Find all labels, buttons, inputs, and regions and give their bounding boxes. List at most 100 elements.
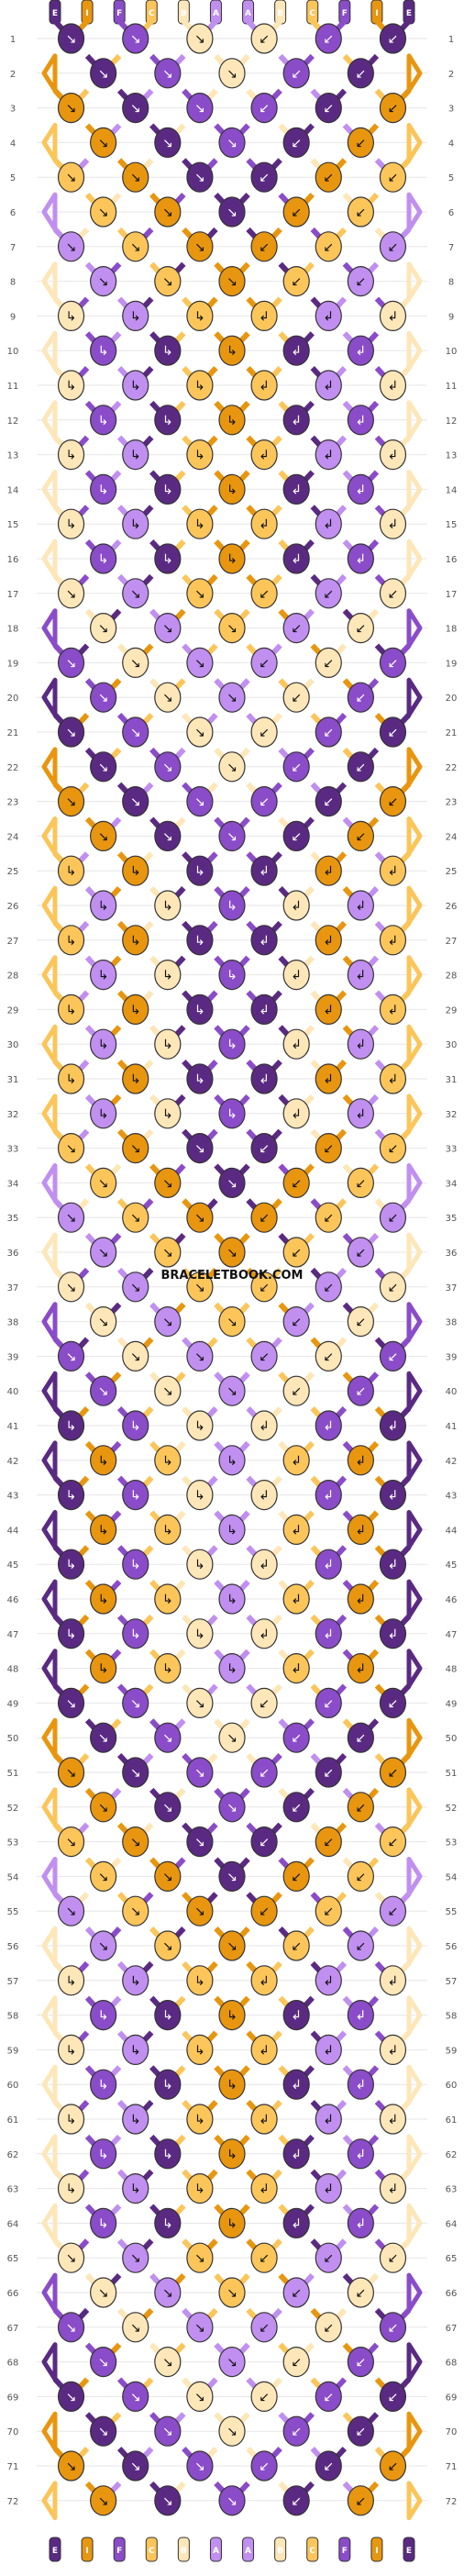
knot-circle (347, 1860, 374, 1893)
knot-circle (347, 2415, 374, 2447)
knot-circle (250, 1757, 278, 1788)
row-number-left: 58 (7, 2012, 19, 2022)
knot-circle (282, 1445, 310, 1476)
knot-circle (57, 23, 85, 54)
knot: ↳ (116, 1475, 154, 1511)
knot-arrow-icon: ↲ (323, 517, 334, 532)
string-label: A (213, 2547, 219, 2556)
row-number-left: 62 (7, 2150, 19, 2160)
row-number-left: 30 (7, 1040, 19, 1050)
knot-circle (90, 1722, 117, 1753)
knot-arrow-icon: ↘ (98, 2494, 109, 2509)
knot-arrow-icon: ↘ (98, 205, 109, 220)
edge-string (41, 53, 58, 94)
knot-circle (347, 543, 374, 574)
knot-arrow-icon: ↘ (162, 691, 173, 705)
knot: ↙ (310, 1822, 348, 1858)
knot-circle (90, 266, 117, 297)
row-number-right: 1 (448, 35, 454, 45)
knot-circle (186, 578, 214, 609)
row-number-right: 20 (446, 694, 458, 704)
row-number-left: 5 (10, 173, 16, 183)
knot-circle (250, 1687, 278, 1719)
string-tab-bottom-a: A (242, 2537, 255, 2562)
knot-circle (379, 2104, 407, 2135)
row-number-left: 31 (7, 1075, 19, 1085)
knot: ↳ (52, 296, 90, 331)
row-number-right: 7 (448, 243, 454, 253)
knot-arrow-icon: ↙ (388, 795, 399, 810)
knot-arrow-icon: ↘ (98, 1801, 109, 1815)
knot-circle (379, 647, 407, 679)
knot: ↲ (342, 1025, 380, 1060)
row-number-right: 31 (446, 1075, 458, 1085)
knot-arrow-icon: ↲ (323, 1419, 334, 1434)
knot-circle (250, 1202, 278, 1233)
row-number-left: 55 (7, 1907, 19, 1917)
row-number-right: 5 (448, 173, 454, 183)
knot-arrow-icon: ↙ (323, 2251, 334, 2266)
knot-arrow-icon: ↲ (323, 1489, 334, 1504)
knot-circle (90, 1375, 117, 1406)
row-number-left: 8 (10, 278, 16, 288)
knot-arrow-icon: ↙ (355, 1316, 366, 1330)
row-number-left: 20 (7, 694, 19, 704)
knot-arrow-icon: ↳ (226, 483, 238, 497)
knot-arrow-icon: ↘ (226, 1316, 238, 1330)
knot-circle (315, 578, 342, 609)
knot-arrow-icon: ↙ (388, 2321, 399, 2336)
knot-circle (315, 785, 342, 817)
knot-arrow-icon: ↳ (66, 864, 77, 879)
knot-circle (186, 2242, 214, 2273)
knot-arrow-icon: ↳ (98, 483, 109, 497)
knot-circle (379, 1340, 407, 1372)
knot-circle (379, 92, 407, 124)
knot-circle (154, 612, 182, 644)
knot: ↘ (84, 1787, 122, 1823)
knot-circle (122, 994, 149, 1026)
knot-arrow-icon: ↳ (66, 517, 77, 532)
knot: ↘ (52, 573, 90, 609)
knot: ↲ (278, 1440, 315, 1476)
knot: ↙ (342, 261, 380, 297)
knot-circle (250, 1132, 278, 1164)
knot-arrow-icon: ↳ (226, 1593, 238, 1607)
knot-circle (57, 1479, 85, 1511)
knot-arrow-icon: ↘ (130, 240, 141, 255)
knot: ↲ (310, 1475, 348, 1511)
knot-arrow-icon: ↳ (66, 2113, 77, 2127)
knot: ↙ (246, 1337, 282, 1372)
knot-circle (154, 1514, 182, 1546)
knot-circle (186, 1965, 214, 1996)
knot-arrow-icon: ↘ (162, 622, 173, 637)
edge-string (406, 1510, 423, 1549)
knot: ↳ (84, 1995, 122, 2031)
knot: ↙ (278, 1302, 315, 1338)
row-number-right: 3 (448, 105, 454, 115)
knot-circle (347, 1930, 374, 1961)
string-label: E (52, 2547, 58, 2556)
knot: ↳ (52, 1475, 90, 1511)
knot-arrow-icon: ↳ (226, 2078, 238, 2093)
knot: ↲ (342, 1649, 380, 1684)
knot-arrow-icon: ↙ (355, 829, 366, 844)
knot-circle (218, 751, 246, 783)
knot-circle (122, 231, 149, 262)
knot-arrow-icon: ↲ (259, 1003, 270, 1017)
edge-string (406, 470, 423, 509)
knot-circle (218, 682, 246, 713)
knot: ↲ (342, 1995, 380, 2031)
knot: ↲ (278, 1580, 315, 1615)
knot: ↲ (342, 2134, 380, 2170)
edge-string (406, 1094, 423, 1134)
knot-arrow-icon: ↲ (259, 1072, 270, 1087)
knot-circle (315, 1895, 342, 1926)
knot: ↳ (84, 1025, 122, 1060)
knot-circle (315, 855, 342, 886)
knot-arrow-icon: ↲ (291, 2148, 302, 2162)
knot-circle (379, 439, 407, 471)
row-number-left: 26 (7, 902, 19, 912)
knot-arrow-icon: ↲ (355, 414, 366, 428)
knot-circle (347, 1237, 374, 1268)
knot: ↙ (310, 2447, 348, 2482)
